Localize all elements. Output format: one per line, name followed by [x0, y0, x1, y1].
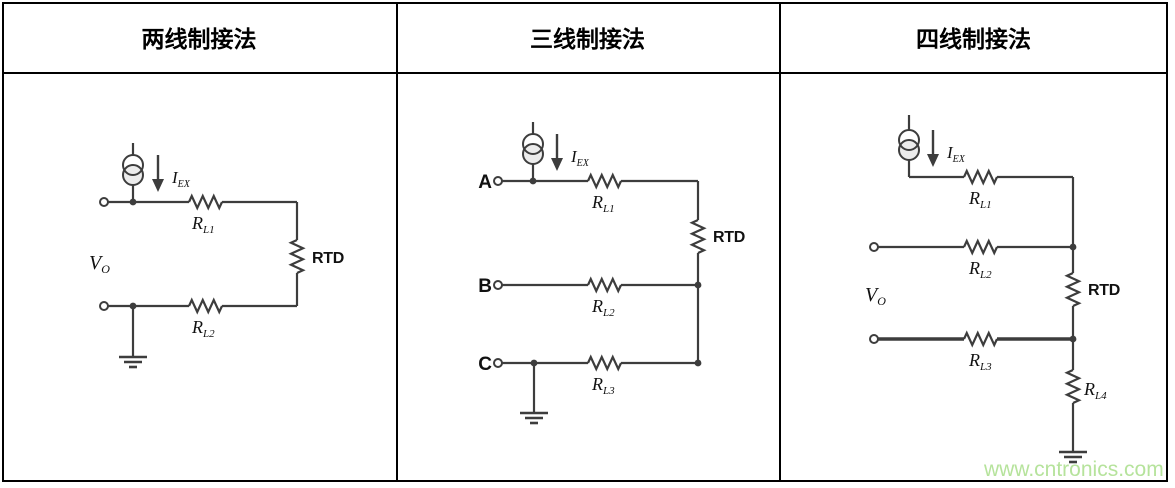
two-wire-circuit-diagram: IEX RL1 RTD VO RL2: [89, 143, 344, 369]
resistor-rl2: [587, 276, 622, 294]
wire-a: [493, 172, 698, 190]
terminal-b: [493, 280, 503, 290]
label-rtd: RTD: [312, 250, 344, 267]
label-vo: VO: [865, 284, 886, 308]
label-vo: VO: [89, 252, 110, 276]
label-terminal-c: C: [478, 354, 492, 375]
label-iex: IEX: [570, 147, 590, 169]
label-rl3: RL3: [968, 350, 992, 373]
terminal-top: [99, 197, 109, 207]
three-wire-circuit-diagram: IEX A RL1 RTD B RL2 C: [478, 122, 745, 425]
wire-c: [493, 354, 702, 372]
four-wire-circuit-diagram: IEX RL1 RL2 RTD VO: [865, 115, 1120, 464]
ground-symbol: [1059, 450, 1087, 464]
rtd-branch: [689, 181, 707, 363]
terminal-c: [493, 358, 503, 368]
resistor-rl3: [587, 354, 622, 372]
table-border: [2, 2, 1168, 482]
label-iex: IEX: [946, 143, 966, 165]
ground-symbol: [520, 363, 548, 425]
wire-2: [869, 238, 1077, 256]
resistor-rl2: [188, 297, 223, 315]
wire-1: [909, 168, 1073, 186]
terminal-bottom: [99, 301, 109, 311]
terminal-a: [493, 176, 503, 186]
label-terminal-a: A: [478, 172, 492, 193]
label-rl1: RL1: [968, 188, 992, 211]
label-rl2: RL2: [591, 296, 615, 319]
current-source: [122, 143, 144, 202]
watermark: www.cntronics.com: [984, 458, 1164, 481]
header-four-wire: 四线制接法: [916, 26, 1031, 52]
current-arrow-icon: [551, 134, 563, 171]
terminal-sense-top: [869, 242, 879, 252]
terminal-sense-bottom: [869, 334, 879, 344]
rtd-resistor: [288, 239, 306, 274]
ground-symbol: [119, 306, 147, 369]
label-rl1: RL1: [191, 213, 215, 236]
label-rl4: RL4: [1083, 379, 1107, 402]
label-rl2: RL2: [191, 317, 215, 340]
bottom-wire: [99, 297, 297, 315]
current-arrow-icon: [152, 155, 164, 192]
label-iex: IEX: [171, 168, 191, 190]
label-rtd: RTD: [713, 229, 745, 246]
column-divider-2: [779, 2, 781, 482]
header-three-wire: 三线制接法: [530, 26, 645, 52]
label-rl1: RL1: [591, 192, 615, 215]
wire-3: [869, 330, 1077, 348]
label-terminal-b: B: [478, 276, 492, 297]
column-divider-1: [396, 2, 398, 482]
wire-b: [493, 276, 702, 294]
resistor-rl4: [1064, 369, 1082, 404]
resistor-rl1: [963, 168, 998, 186]
header-two-wire: 两线制接法: [141, 26, 257, 52]
resistor-rl3: [963, 330, 998, 348]
rtd-branch: [288, 202, 306, 306]
rtd-branch: [1064, 177, 1082, 452]
resistor-rl1: [587, 172, 622, 190]
current-source: [898, 115, 920, 177]
label-rl2: RL2: [968, 258, 992, 281]
current-arrow-icon: [927, 130, 939, 167]
label-rl3: RL3: [591, 374, 615, 397]
rtd-resistor: [689, 219, 707, 254]
label-rtd: RTD: [1088, 282, 1120, 299]
current-source: [522, 122, 544, 181]
rtd-resistor: [1064, 272, 1082, 307]
top-wire: [99, 193, 297, 211]
resistor-rl1: [188, 193, 223, 211]
resistor-rl2: [963, 238, 998, 256]
header-divider: [2, 72, 1168, 74]
